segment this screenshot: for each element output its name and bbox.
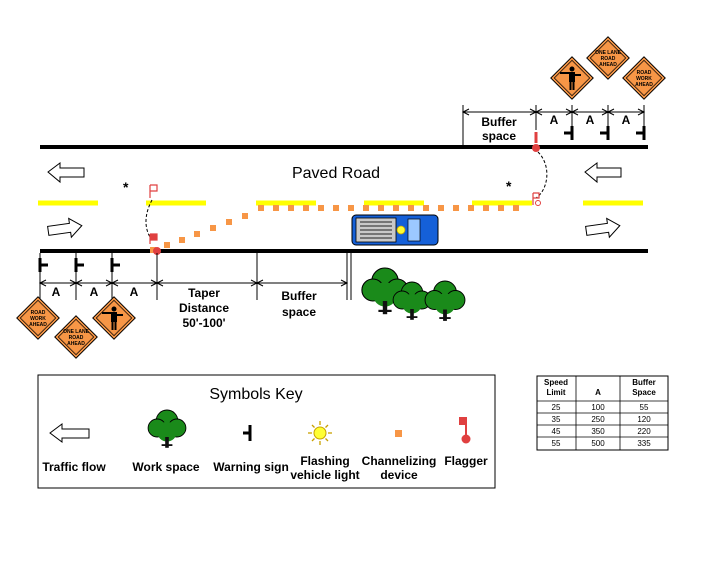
dim-a-label: A [550, 113, 559, 127]
table-header-a: A [595, 388, 601, 397]
spacing-table: Speed Limit A Buffer Space 25 100 55 35 … [536, 375, 669, 451]
arrow-left-icon [47, 162, 85, 184]
warning-sign-icon [636, 126, 646, 140]
warning-sign-icon [74, 258, 84, 272]
key-title: Symbols Key [209, 386, 302, 403]
channelizing-device-icon [395, 430, 402, 437]
table-cell: 250 [591, 415, 605, 424]
warning-sign-icon [564, 126, 574, 140]
warning-signs-bottom [38, 258, 120, 272]
table-cell: 55 [640, 403, 649, 412]
work-vehicle [351, 214, 439, 246]
warning-sign-icon [38, 258, 48, 272]
svg-text:WORK: WORK [30, 316, 46, 322]
key-work-space: Work space [132, 460, 199, 474]
flagger-left: * [123, 179, 161, 255]
flagger-sign-bottom [92, 296, 136, 340]
traffic-flow-arrows [47, 162, 622, 239]
svg-text:AHEAD: AHEAD [29, 322, 47, 328]
flagger-right: * [506, 132, 548, 206]
table-header-buffer: Buffer [632, 378, 656, 387]
flagger-key-icon [459, 417, 471, 444]
flashing-light-icon [308, 421, 332, 445]
flagger-asterisk: * [123, 179, 129, 195]
table-cell: 220 [637, 427, 651, 436]
buffer-space-bottom-label: Buffer [281, 289, 317, 303]
buffer-space-top-label: space [482, 129, 516, 143]
one-lane-sign-top: ONE LANE ROAD AHEAD [586, 36, 630, 80]
table-cell: 55 [552, 439, 561, 448]
buffer-space-top-label: Buffer [481, 115, 517, 129]
road-title: Paved Road [292, 165, 380, 182]
warning-sign-icon [110, 258, 120, 272]
dim-a-label: A [52, 285, 61, 299]
table-cell: 45 [552, 427, 561, 436]
svg-text:ONE LANE: ONE LANE [595, 50, 622, 56]
key-channelizing: Channelizing [362, 454, 437, 468]
flagger-sign-top [550, 56, 594, 100]
table-header-speed: Speed [544, 378, 568, 387]
svg-text:WORK: WORK [636, 76, 652, 82]
work-space-trees [361, 267, 466, 322]
flagger-icon [102, 306, 123, 330]
channelizing-devices [150, 205, 519, 253]
key-flagger: Flagger [444, 454, 488, 468]
warning-sign-icon [243, 425, 252, 441]
traffic-flow-icon [49, 423, 90, 443]
taper-distance-label: Taper [188, 286, 220, 300]
key-traffic-flow: Traffic flow [42, 460, 106, 474]
dim-a-label: A [622, 113, 631, 127]
table-cell: 120 [637, 415, 651, 424]
table-header-speed: Limit [546, 388, 565, 397]
table-cell: 500 [591, 439, 605, 448]
key-flashing-light: Flashing [300, 454, 349, 468]
flashing-light-icon [396, 225, 406, 235]
taper-distance-label: Distance [179, 301, 229, 315]
svg-text:AHEAD: AHEAD [635, 82, 653, 88]
road: Paved Road [38, 145, 648, 253]
table-cell: 335 [637, 439, 651, 448]
taper-distance-label: 50'-100' [182, 316, 225, 330]
dim-a-label: A [130, 285, 139, 299]
warning-signs-top [564, 126, 646, 140]
table-header-buffer: Space [632, 388, 656, 397]
flagger-asterisk: * [506, 178, 512, 194]
key-warning-sign: Warning sign [213, 460, 289, 474]
arrow-left-icon [584, 162, 622, 184]
warning-sign-icon [600, 126, 610, 140]
symbols-key: Symbols Key Traffic flow Work space Warn… [37, 374, 496, 489]
dim-a-label: A [586, 113, 595, 127]
svg-text:AHEAD: AHEAD [599, 62, 617, 68]
one-lane-sign-bottom: ONE LANE ROAD AHEAD [54, 315, 98, 359]
svg-text:ROAD: ROAD [637, 70, 652, 76]
svg-text:ROAD: ROAD [31, 310, 46, 316]
table-cell: 100 [591, 403, 605, 412]
bottom-dimension-lines [38, 253, 352, 300]
tree-icon [424, 280, 466, 322]
svg-text:ROAD: ROAD [601, 56, 616, 62]
key-flashing-light: vehicle light [290, 468, 359, 482]
arrow-right-icon [585, 217, 621, 239]
svg-text:ROAD: ROAD [69, 335, 84, 341]
table-cell: 350 [591, 427, 605, 436]
svg-text:ONE LANE: ONE LANE [63, 329, 90, 335]
arrow-right-icon [47, 217, 83, 239]
top-dimension-lines [461, 105, 646, 145]
dim-a-label: A [90, 285, 99, 299]
svg-text:AHEAD: AHEAD [67, 341, 85, 347]
table-cell: 35 [552, 415, 561, 424]
table-cell: 25 [552, 403, 561, 412]
flagger-icon [560, 66, 581, 90]
key-channelizing: device [380, 468, 418, 482]
road-work-sign-top: ROAD WORK AHEAD [622, 56, 666, 100]
buffer-space-bottom-label: space [282, 305, 316, 319]
road-work-sign-bottom: ROAD WORK AHEAD [16, 296, 60, 340]
